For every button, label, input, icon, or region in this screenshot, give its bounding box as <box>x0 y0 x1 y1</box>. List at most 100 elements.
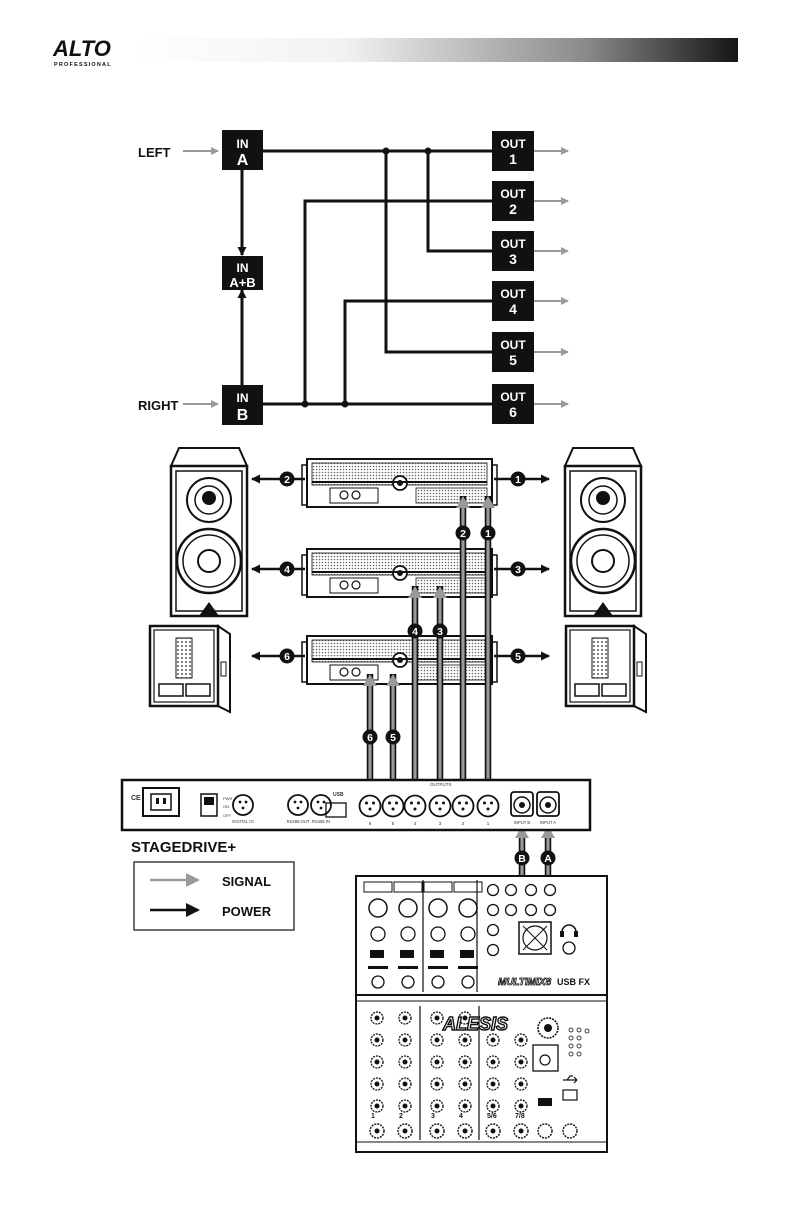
channel-number: 4 <box>459 1113 463 1120</box>
mixer-knob <box>431 1100 443 1112</box>
channel-number: 2 <box>399 1113 403 1120</box>
cable-badge: 4 <box>408 624 423 639</box>
mixer-knob <box>431 1078 443 1090</box>
signal-cable: 4 <box>408 586 423 796</box>
badge-label: 6 <box>284 651 290 663</box>
signal-cable: 3 <box>433 586 448 796</box>
amplifier-1: 21 <box>252 459 549 507</box>
in-ab-block: IN A+B <box>222 256 263 290</box>
usb-label: USB <box>333 792 344 798</box>
channel-level-knob <box>398 1124 412 1138</box>
svg-text:B: B <box>237 407 249 424</box>
mixer-knob <box>371 1100 383 1112</box>
cable-badge: 1 <box>481 526 496 541</box>
badge-label: A <box>544 853 552 865</box>
channel-number: 3 <box>431 1113 435 1120</box>
right-input-label: RIGHT <box>138 398 179 413</box>
mixer-knob <box>431 1012 443 1024</box>
mixer-model-suffix: USB FX <box>557 977 590 987</box>
mixer-knob <box>515 1100 527 1112</box>
out-number: 1 <box>509 151 517 167</box>
mixer-knob <box>459 1100 471 1112</box>
mixer-input-cable: B <box>515 826 530 876</box>
link-connector: DIGITAL IO <box>232 795 254 824</box>
power-switch: PWR ON OFF <box>201 794 232 818</box>
in-a-block: IN A <box>222 130 263 170</box>
svg-text:RS485 IN: RS485 IN <box>312 819 330 824</box>
mixer-knob <box>506 905 517 916</box>
mixer-input-cable: A <box>541 826 556 876</box>
badge-label: B <box>518 853 526 865</box>
mixer-knob <box>371 1056 383 1068</box>
badge-label: 3 <box>437 626 443 638</box>
channel-level-knob <box>430 1124 444 1138</box>
link-connector: RS485 OUT <box>287 795 310 824</box>
svg-text:ON: ON <box>223 804 229 809</box>
mixer-knob <box>459 1078 471 1090</box>
mixer-knob <box>399 1012 411 1024</box>
input-combo-jack: INPUT A <box>537 792 559 825</box>
cable-badge: 3 <box>433 624 448 639</box>
alesis-logo: ALESIS <box>442 1014 508 1034</box>
signal-cable: 6 <box>363 674 378 796</box>
mixer-knob <box>487 1034 499 1046</box>
link-connector: RS485 IN <box>311 795 331 824</box>
mixer-knob <box>399 1078 411 1090</box>
amp-output-badge: 6 <box>280 649 295 664</box>
badge-label: 5 <box>390 732 396 744</box>
mixer-knob <box>431 1056 443 1068</box>
amp-output-badge: 1 <box>511 472 526 487</box>
svg-text:INPUT B: INPUT B <box>514 820 531 825</box>
speaker-top-left <box>171 448 247 616</box>
channel-number: 7/8 <box>515 1113 525 1120</box>
amplifiers: 214365 <box>252 459 549 684</box>
svg-text:PWR: PWR <box>223 796 232 801</box>
mixer-knob <box>545 905 556 916</box>
in-b-block: IN B <box>222 385 263 425</box>
amp-output-badge: 5 <box>511 649 526 664</box>
mixer-knob <box>526 885 537 896</box>
badge-label: 4 <box>412 626 418 638</box>
mixer-knob <box>488 905 499 916</box>
subwoofer-right <box>566 626 646 712</box>
product-name: STAGEDRIVE+ <box>131 839 236 856</box>
badge-label: 2 <box>284 474 290 486</box>
brand-name: ALTO <box>52 36 111 61</box>
svg-text:A: A <box>237 152 249 169</box>
badge-label: 1 <box>485 528 491 540</box>
channel-level-knob <box>370 1124 384 1138</box>
signal-cable: 5 <box>386 674 401 796</box>
speaker-top-right <box>565 448 641 616</box>
channel-number: 1 <box>371 1113 375 1120</box>
badge-label: 4 <box>284 564 290 576</box>
out-label: OUT <box>500 390 526 404</box>
channel-number: 5/6 <box>487 1113 497 1120</box>
left-input-label: LEFT <box>138 145 171 160</box>
out-4-block: OUT4 <box>492 281 568 321</box>
legend-signal-label: SIGNAL <box>222 874 271 889</box>
alto-logo: ALTO PROFESSIONAL <box>52 36 112 68</box>
mixer-knob <box>459 1056 471 1068</box>
mixer-knob <box>488 885 499 896</box>
mixer-knob <box>371 1012 383 1024</box>
badge-label: 5 <box>515 651 521 663</box>
out-number: 2 <box>509 201 517 217</box>
out-number: 5 <box>509 352 517 368</box>
channel-level-knob <box>514 1124 528 1138</box>
alesis-mixer: 12345/67/8 ALESIS MULTIMIX8 USB FX <box>356 876 607 1152</box>
page-header: ALTO PROFESSIONAL <box>52 36 738 68</box>
cable-badge: 5 <box>386 730 401 745</box>
out-number: 3 <box>509 251 517 267</box>
amp-output-badge: 3 <box>511 562 526 577</box>
mixer-knob <box>431 1034 443 1046</box>
out-label: OUT <box>500 287 526 301</box>
mixer-knob <box>515 1034 527 1046</box>
amp-output-badge: 4 <box>280 562 295 577</box>
mixer-knob <box>459 1034 471 1046</box>
svg-text:CE: CE <box>131 795 141 802</box>
